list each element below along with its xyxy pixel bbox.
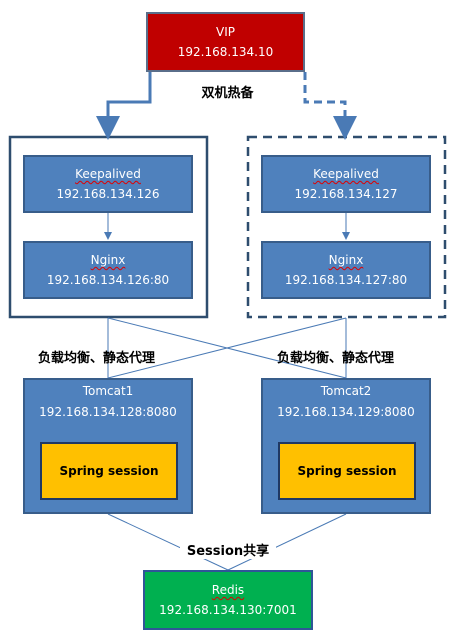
left-nginx-ip: 192.168.134.126:80 [46,273,170,287]
redis-title: Redis [211,583,245,597]
redis-node: Redis 192.168.134.130:7001 [143,570,313,630]
vip-to-right-arrow [303,72,357,140]
right-keepalived-ip: 192.168.134.127 [294,187,398,201]
right-keepalived-title: Keepalived [313,167,379,181]
tomcat1-ip: 192.168.134.128:8080 [39,405,177,419]
vip-node: VIP 192.168.134.10 [146,12,305,72]
redis-ip: 192.168.134.130:7001 [159,603,297,617]
ha-label: 双机热备 [190,82,265,101]
session-share-label: Session共享 [180,540,276,559]
tomcat1-spring-session: Spring session [40,442,178,500]
vip-to-left-arrow [96,72,152,140]
tomcat2-to-redis [227,513,347,571]
lb-label-left: 负载均衡、静态代理 [38,351,156,366]
tomcat1-to-redis [107,513,229,571]
lb-label-right: 负载均衡、静态代理 [277,351,395,366]
tomcat2-node: Tomcat2 192.168.134.129:8080 Spring sess… [261,378,431,514]
left-nginx-title: Nginx [90,253,126,267]
left-keepalived-node: Keepalived 192.168.134.126 [23,155,193,213]
right-nginx-title: Nginx [328,253,364,267]
tomcat1-title: Tomcat1 [82,384,134,398]
right-nginx-to-tomcat1 [107,317,347,379]
right-keepalived-node: Keepalived 192.168.134.127 [261,155,431,213]
left-keepalived-title: Keepalived [75,167,141,181]
right-nginx-node: Nginx 192.168.134.127:80 [261,241,431,299]
left-keepalived-ip: 192.168.134.126 [56,187,160,201]
vip-ip: 192.168.134.10 [177,45,274,59]
tomcat2-title: Tomcat2 [320,384,372,398]
right-nginx-ip: 192.168.134.127:80 [284,273,408,287]
left-nginx-node: Nginx 192.168.134.126:80 [23,241,193,299]
tomcat1-node: Tomcat1 192.168.134.128:8080 Spring sess… [23,378,193,514]
tomcat2-spring-session: Spring session [278,442,416,500]
vip-title: VIP [216,25,235,39]
tomcat2-ip: 192.168.134.129:8080 [277,405,415,419]
